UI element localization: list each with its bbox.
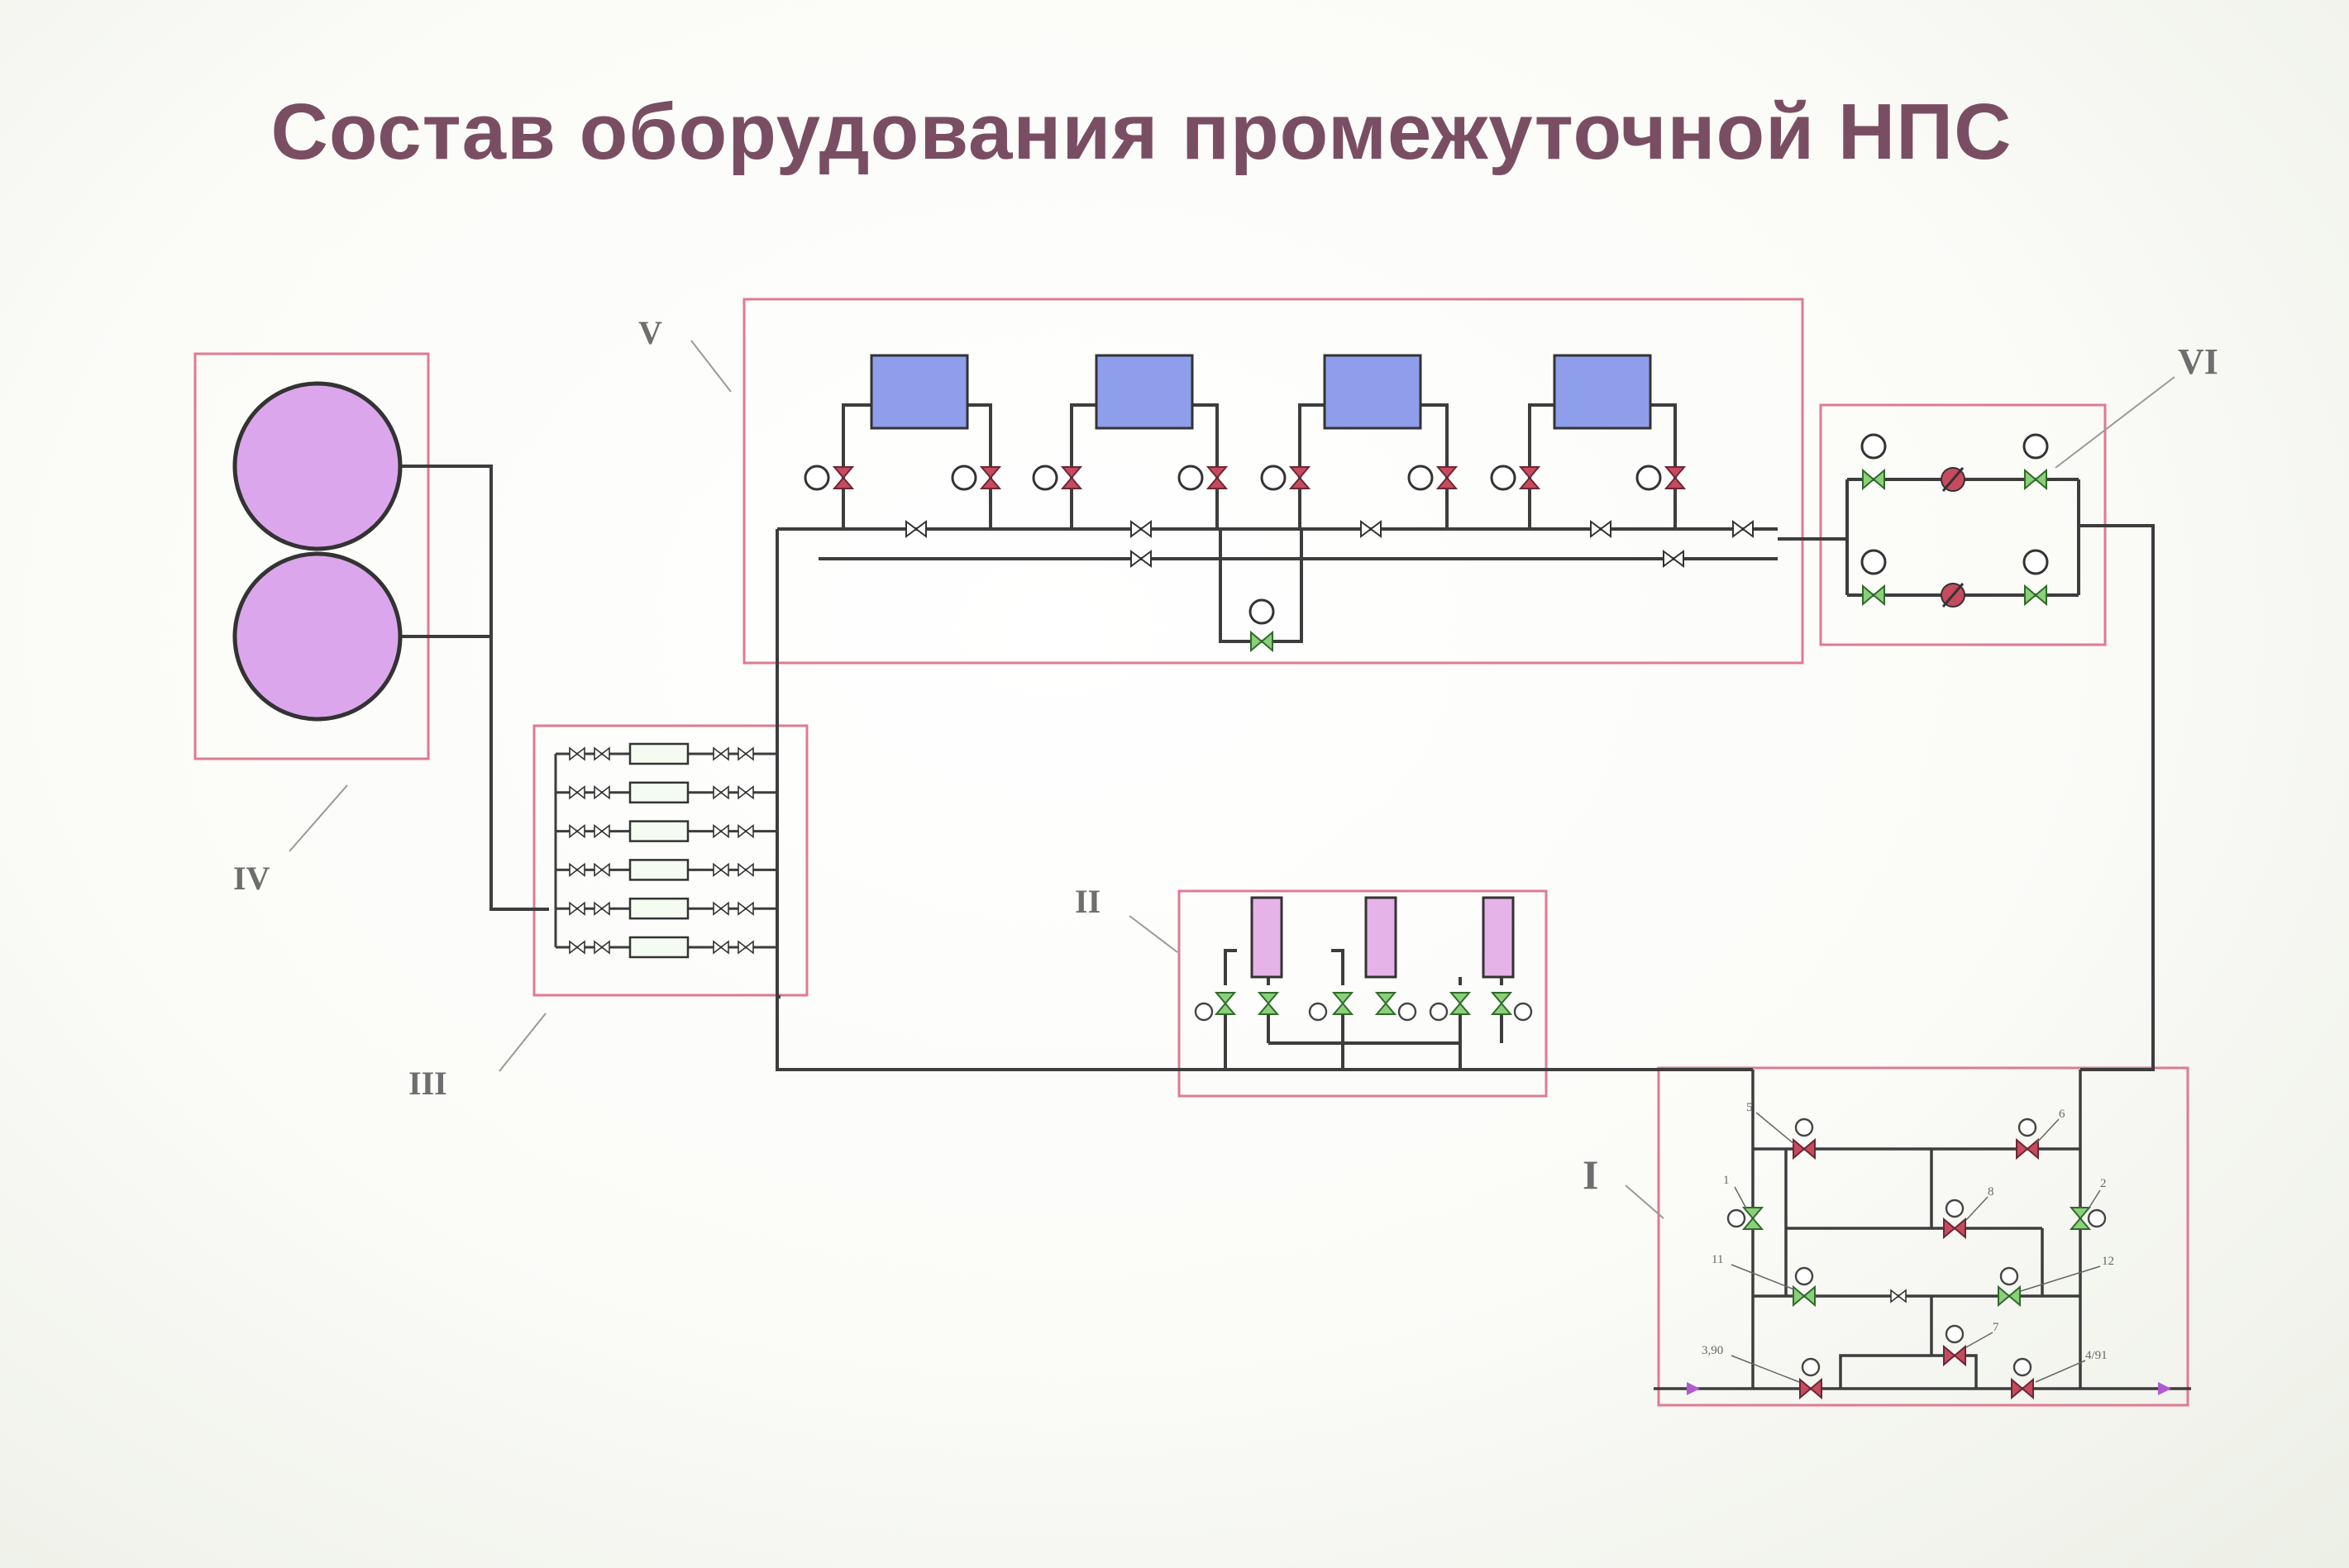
block-label-vi: VI [2178,341,2218,382]
block-iii-filters [554,742,779,959]
damper-2 [1364,896,1397,979]
filter-unit [628,897,690,920]
page-title: Состав оборудования промежуточной НПС [270,88,2012,176]
block-vi-regulators [1821,433,2105,608]
pump-1 [870,354,969,430]
block-label-iii: III [408,1065,447,1102]
filter-unit [628,742,690,765]
filter-row [556,936,777,959]
tank-1 [232,381,403,551]
valve-label-7: 7 [1993,1321,1999,1334]
block-ii-frame [1177,889,1548,1098]
block-label-ii: II [1075,883,1100,920]
damper-1 [1250,896,1283,979]
valve-label-4-91: 4/91 [2085,1349,2108,1362]
block-label-v: V [638,314,662,351]
valve-label-6: 6 [2059,1108,2065,1121]
valve-label-11: 11 [1712,1253,1723,1266]
block-iii-frame [532,724,809,997]
valve-label-12: 12 [2102,1255,2114,1268]
block-i-manifold: 5 6 1 8 2 11 12 7 3,90 4/91 [1654,1070,2191,1399]
block-i-frame [1657,1066,2189,1407]
valve-label-2: 2 [2100,1177,2107,1190]
filter-unit [628,781,690,804]
tank-2 [232,551,403,722]
valve-label-3-90: 3,90 [1702,1344,1723,1357]
filter-row [556,897,777,920]
filter-row [556,742,777,765]
filter-unit [628,859,690,881]
valve-label-5: 5 [1746,1101,1753,1114]
block-iv-frame [193,352,430,760]
block-label-leaders [289,340,2175,1219]
filter-row [556,859,777,881]
block-ii-units [1194,896,1533,1070]
pump-4 [1553,354,1652,430]
filter-unit [628,936,690,959]
block-iv-tanks [232,381,403,722]
bypass-valve [1250,631,1273,651]
main-pipelines [402,465,2155,1071]
valve-label-8: 8 [1988,1185,1994,1199]
filter-row [556,820,777,842]
block-v-frame [742,298,1804,665]
damper-3 [1482,896,1515,979]
pump-3 [1323,354,1422,430]
valve-label-1: 1 [1723,1174,1730,1187]
block-label-iv: IV [233,860,270,897]
filter-row [556,781,777,804]
bypass-actuator [1249,598,1275,625]
pump-2 [1095,354,1194,430]
block-v-pumps [777,354,1778,651]
filter-unit [628,820,690,842]
pump-valves [804,465,1685,491]
block-label-i: I [1583,1151,1598,1198]
